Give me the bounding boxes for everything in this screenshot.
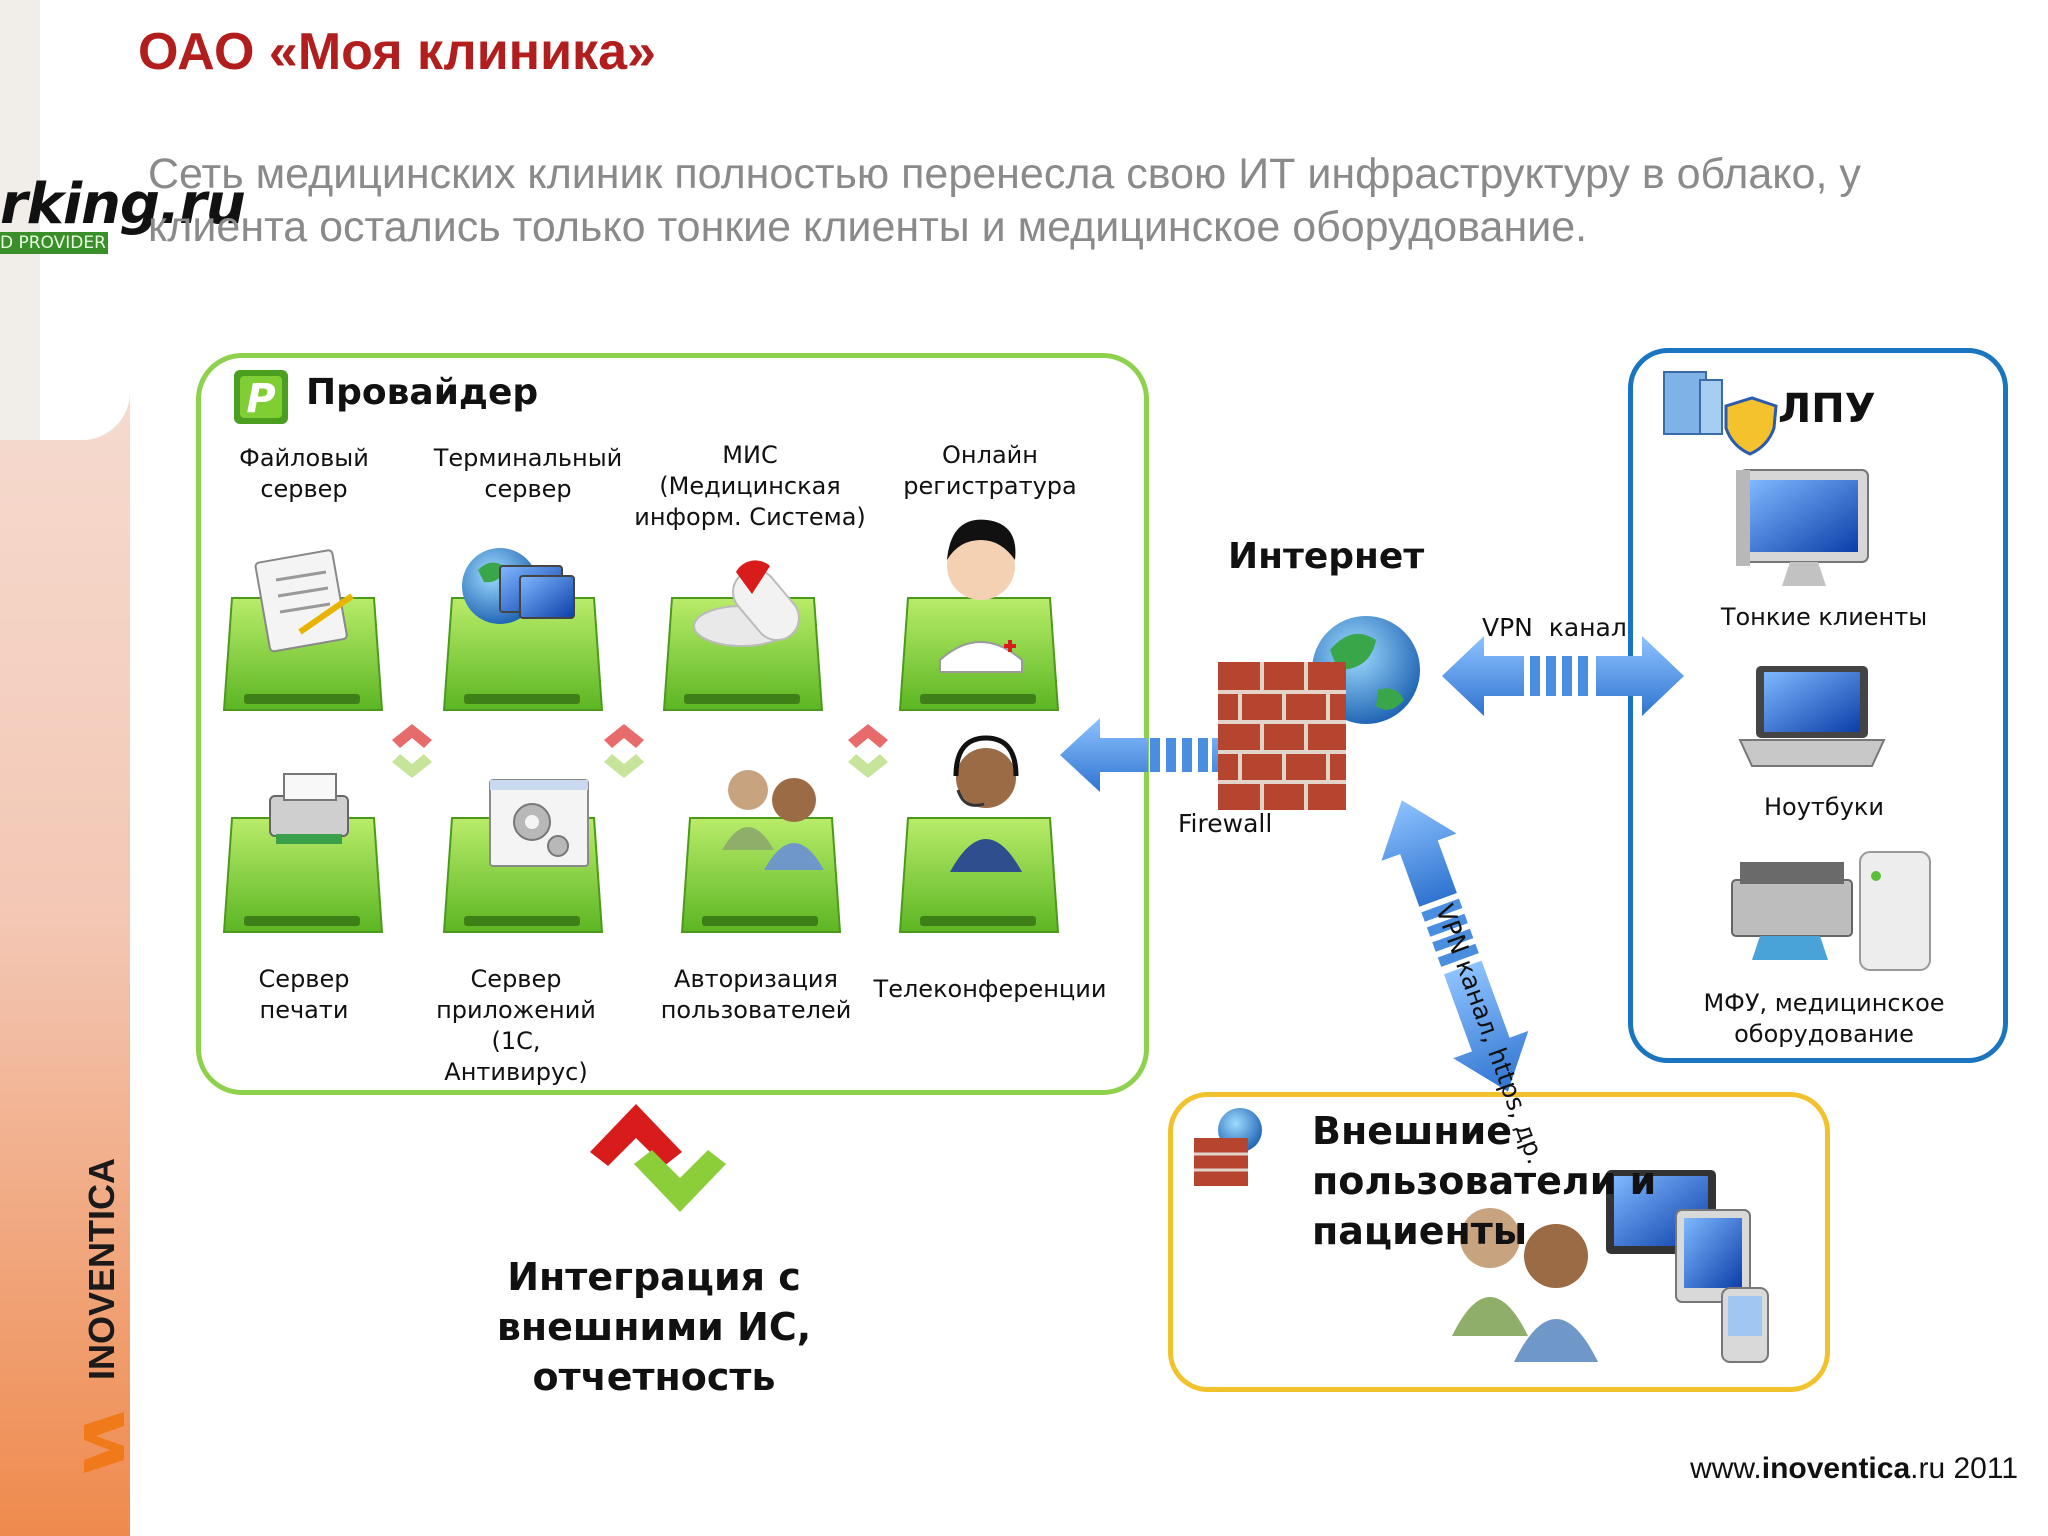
page-subtitle: Сеть медицинских клиник полностью перене…: [148, 150, 1861, 251]
service-label-teleconference: Телеконференции: [873, 975, 1107, 1003]
doctor-icon: [939, 519, 1023, 673]
external-users-devices-icon: [1452, 1170, 1769, 1363]
internet-title: Интернет: [1228, 536, 1425, 577]
server-base-terminal: [442, 597, 604, 711]
footer-brand: inoventica: [1761, 1452, 1911, 1485]
service-label-print-server: Сервер печати: [258, 965, 350, 1024]
app-window-gear-icon: [489, 779, 589, 867]
integration-label: Интеграция с внешними ИС, отчетность: [496, 1255, 812, 1399]
laptop-icon: [1738, 666, 1886, 767]
document-icon: [254, 549, 354, 653]
provider-panel: [196, 353, 1149, 1095]
lpu-server-shield-icon: [1663, 371, 1778, 456]
sync-icon-1: [392, 724, 432, 778]
lpu-panel: [1628, 348, 2008, 1063]
service-label-file-server: Файловый сервер: [239, 444, 369, 503]
partner-badge: D PROVIDER: [0, 232, 108, 254]
sync-icon-3: [848, 724, 888, 778]
pill-icon: [693, 560, 800, 647]
lpu-item-mfp-medical: МФУ, медицинское оборудование: [1703, 989, 1945, 1048]
service-label-user-auth: Авторизация пользователей: [660, 965, 852, 1024]
svg-text:P: P: [246, 376, 275, 422]
sidebar-strip: [0, 0, 40, 440]
inoventica-logo: INOVENTICA: [81, 1158, 124, 1473]
vpn-external-arrow: [1381, 800, 1529, 1092]
lpu-item-laptops: Ноутбуки: [1763, 793, 1884, 821]
integration-arrows-icon: [590, 1104, 726, 1212]
lpu-title: ЛПУ: [1778, 386, 1876, 432]
external-users-title: Внешние пользователи и пациенты: [1312, 1109, 1657, 1253]
firewall-icon: [1218, 662, 1346, 810]
provider-logo-icon: P: [234, 370, 288, 424]
server-base-video: [898, 817, 1060, 933]
external-users-panel: [1168, 1092, 1830, 1392]
page-title: ОАО «Моя клиника»: [138, 23, 656, 81]
users-icon: [722, 770, 824, 870]
external-firewall-globe-icon: [1194, 1108, 1262, 1186]
inoventica-logo-text: INOVENTICA: [81, 1158, 122, 1380]
service-label-mis: МИС (Медицинская информ. Система): [634, 441, 866, 531]
partner-logo: rking.ru: [0, 172, 246, 237]
footer-prefix: www.: [1690, 1452, 1762, 1485]
provider-title: Провайдер: [306, 372, 539, 413]
vpn-lpu-arrow: [1442, 636, 1684, 716]
firewall-label: Firewall: [1178, 809, 1273, 838]
terminal-globe-icon: [462, 548, 575, 624]
service-label-terminal-server: Терминальный сервер: [433, 444, 623, 503]
server-base-print: [222, 817, 384, 933]
sync-icon-2: [604, 724, 644, 778]
thin-client-icon: [1736, 469, 1869, 586]
service-label-app-server: Сервер приложений (1С, Антивирус): [436, 965, 596, 1086]
footer-suffix: .ru 2011: [1910, 1452, 2018, 1485]
service-label-online-registration: Онлайн регистратура: [903, 441, 1077, 500]
vpn-lpu-label: VPN канал: [1482, 613, 1627, 642]
footer-url: www.inoventica.ru 2011: [1690, 1452, 2018, 1486]
headset-operator-icon: [950, 735, 1022, 872]
lpu-item-thin-clients: Тонкие клиенты: [1720, 603, 1928, 631]
mfp-device-icon: [1731, 851, 1931, 971]
printer-icon: [269, 773, 349, 844]
